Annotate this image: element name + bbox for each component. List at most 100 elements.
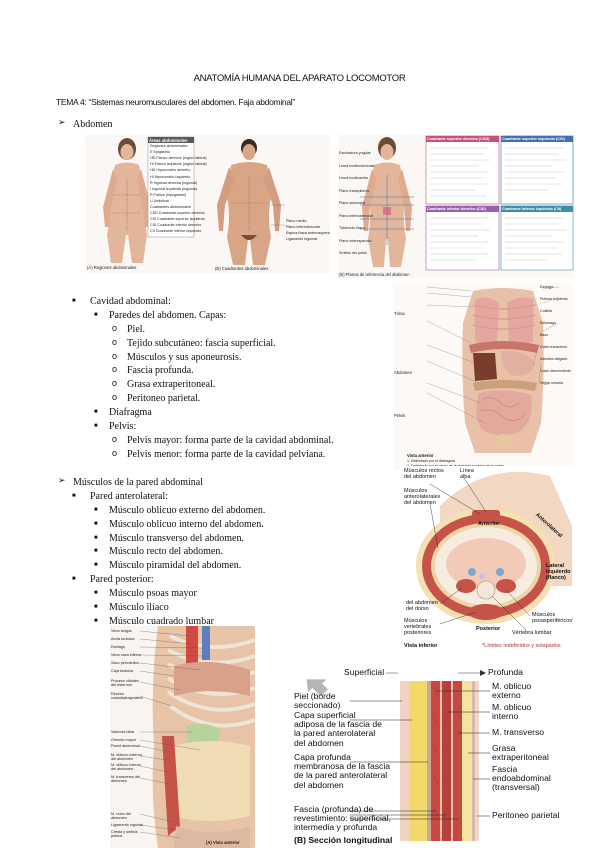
square-bullet-icon: ■	[72, 576, 76, 582]
posterior-item: Músculo cuadrado lumbar	[109, 615, 214, 627]
square-bullet-icon: ■	[94, 562, 98, 569]
cavity-right-label: Costilla	[540, 309, 552, 313]
cavity-right-label: Esófago	[540, 285, 554, 289]
posterior-wall-label: Proceso xifoides del esternón	[111, 679, 139, 688]
regions-legend-line: CID Cuadrante inferior derecho	[150, 223, 202, 228]
regions-legend-line: HI Hipocondrio izquierdo	[150, 174, 191, 179]
posterior-wall-label: Caja torácica	[111, 669, 134, 673]
capa-item: Fascia profunda.	[127, 365, 194, 377]
posterior-wall-caption: (A) Vista anterior	[206, 840, 240, 845]
cs-label-linea-alba: Línea alba	[460, 468, 474, 480]
section-heading-abdomen: Abdomen	[73, 119, 113, 130]
square-bullet-icon: ■	[72, 298, 76, 304]
regions-illustration	[103, 136, 285, 265]
square-bullet-icon: ■	[94, 548, 98, 555]
layers-label-profunda: Profunda	[488, 667, 523, 677]
regions-legend-line: CII Cuadrante inferior izquierdo	[150, 229, 202, 234]
regions-legend-line: U Umbilical	[150, 198, 169, 203]
regions-caption-b: (B) Cuadrantes abdominales	[215, 266, 269, 271]
square-bullet-icon: ■	[94, 534, 98, 541]
regions-box-title: Áreas abdominales	[149, 137, 188, 143]
cs-label-dorso: del abdomen del dorso	[406, 600, 438, 612]
regions-legend-line: HI Flanco izquierdo (región lateral)	[150, 162, 207, 167]
cavity-right-label: Colon transverso	[540, 345, 568, 349]
regions-legend-line: CSI Cuadrante superior izquierdo	[150, 217, 205, 222]
circle-bullet-icon: o	[112, 392, 118, 402]
circle-bullet-icon: o	[112, 448, 118, 458]
regions-legend-line: R Inguinal derecha (inguinal)	[150, 180, 198, 185]
cs-label-posterior: Posterior	[476, 626, 501, 632]
cavity-label-abdomen: Abdomen	[394, 370, 412, 375]
capa-item: Piel.	[127, 324, 146, 335]
anterolateral-item: Músculo piramidal del abdomen.	[109, 560, 242, 572]
quadrant-box-title-cid: Cuadrante inferior derecho (CID)	[427, 206, 486, 211]
cavity-right-label: Bazo	[540, 333, 549, 337]
regions-legend-line: CSD Cuadrante superior derecho	[150, 211, 205, 216]
regions-side-label: Plano medio	[286, 219, 307, 223]
planes-left-label: Escotadura yugular	[339, 151, 371, 155]
cavity-label-torax: Tórax	[394, 311, 405, 316]
layers-left-capa-profunda: Capa profunda membranosa de la fascia de…	[294, 752, 391, 790]
regions-side-label: Ligamento inguinal	[286, 237, 317, 241]
posterior-wall-label: Cresta y sínfisis púbica	[111, 830, 138, 839]
cs-label-anterolaterales: Músculos anterolaterales del abdomen	[404, 488, 441, 506]
cs-label-anterior: Anterior	[478, 521, 500, 527]
square-bullet-icon: ■	[94, 409, 98, 415]
square-bullet-icon: ■	[94, 590, 98, 596]
quadrant-box-title-csi: Cuadrante superior izquierdo (CSI)	[502, 136, 565, 141]
planes-left-label: Plano intertubercular	[339, 213, 374, 218]
section-heading-musculos: Músculos de la pared abdominal	[73, 477, 203, 488]
cs-caption: Vista inferior	[404, 643, 438, 649]
cs-label-rectos: Músculos rectos del abdomen	[404, 468, 444, 480]
regions-legend-line: P Púbica (hipogastrio)	[150, 192, 187, 197]
regions-legend-line: I Inguinal izquierda (inguinal)	[150, 186, 198, 191]
square-bullet-icon: ■	[94, 423, 98, 429]
pelvis-item: Pelvis menor: forma parte de la cavidad …	[127, 449, 326, 460]
posterior-wall-label: Saco pericárdico	[111, 661, 140, 665]
cavity-right-label: Estómago	[540, 321, 557, 325]
planes-left-label: Plano transpilórico	[339, 188, 370, 193]
layers-right-oblicuo-interno: M. oblicuo interno	[492, 702, 532, 722]
square-bullet-icon: ■	[94, 507, 98, 513]
circle-bullet-icon: o	[112, 336, 118, 347]
posterior-label: Pared posterior:	[90, 574, 154, 585]
pelvis-item: Pelvis mayor: forma parte de la cavidad …	[127, 435, 334, 446]
cs-label-psoas: Músculos psoasperiféricos*	[532, 612, 573, 624]
figure-longitudinal-section: Superficial Profunda Piel (borde seccion…	[290, 665, 572, 848]
layers-left-fascia: Fascia (profunda) de revestimiento: supe…	[294, 804, 391, 833]
planes-left-label: Línea medioclavicular	[339, 163, 375, 168]
layers-right-fascia-endo: Fascia endoabdominal (transversal)	[492, 764, 551, 793]
posterior-wall-label: M. transverso del abdomen	[111, 775, 141, 784]
posterior-item: Músculo psoas mayor	[109, 588, 197, 599]
circle-bullet-icon: o	[112, 323, 118, 333]
posterior-wall-label: Receso costodiafragmático	[111, 692, 143, 701]
circle-bullet-icon: o	[112, 364, 118, 375]
planes-left-label: Línea medioaxilar	[339, 176, 369, 180]
circle-bullet-icon: o	[112, 350, 118, 361]
regions-legend-line: HD Flanco derecho (región lateral)	[150, 156, 207, 161]
posterior-wall-label: Vena cava inferior	[111, 653, 142, 657]
pelvis-label: Pelvis:	[109, 421, 137, 432]
tema-heading: TEMA 4: “Sistemas neuromusculares del ab…	[56, 97, 295, 107]
cavity-note-1: 1. Delimitado por el diafragma	[407, 459, 455, 463]
anterolateral-item: Músculo oblicuo interno del abdomen.	[109, 518, 264, 530]
regions-legend-line: HD Hipocondrio derecho	[150, 168, 191, 173]
posterior-wall-label: Omento mayor	[111, 738, 137, 742]
layers-right-peritoneo: Peritoneo parietal	[492, 810, 560, 820]
regions-caption-a: (A) Regiones abdominales	[87, 265, 137, 270]
cavity-illustration	[426, 286, 560, 453]
posterior-wall-label: Aorta torácica	[111, 637, 135, 641]
regions-side-label: Espina ilíaca anterosuperior	[286, 231, 330, 235]
cavity-label-pelvis: Pelvis	[394, 413, 406, 418]
square-bullet-icon: ■	[94, 603, 98, 610]
posterior-wall-label: Esófago	[111, 645, 125, 649]
posterior-wall-label: M. recto del abdomen	[111, 812, 131, 821]
layers-left-capa-superficial: Capa superficial adiposa de la fascia de…	[294, 710, 382, 748]
layers-label-superficial: Superficial	[344, 667, 385, 677]
cavity-right-label: Pulmón izquierdo	[540, 297, 568, 301]
cs-label-vertebra: Vértebra lumbar	[512, 630, 552, 636]
